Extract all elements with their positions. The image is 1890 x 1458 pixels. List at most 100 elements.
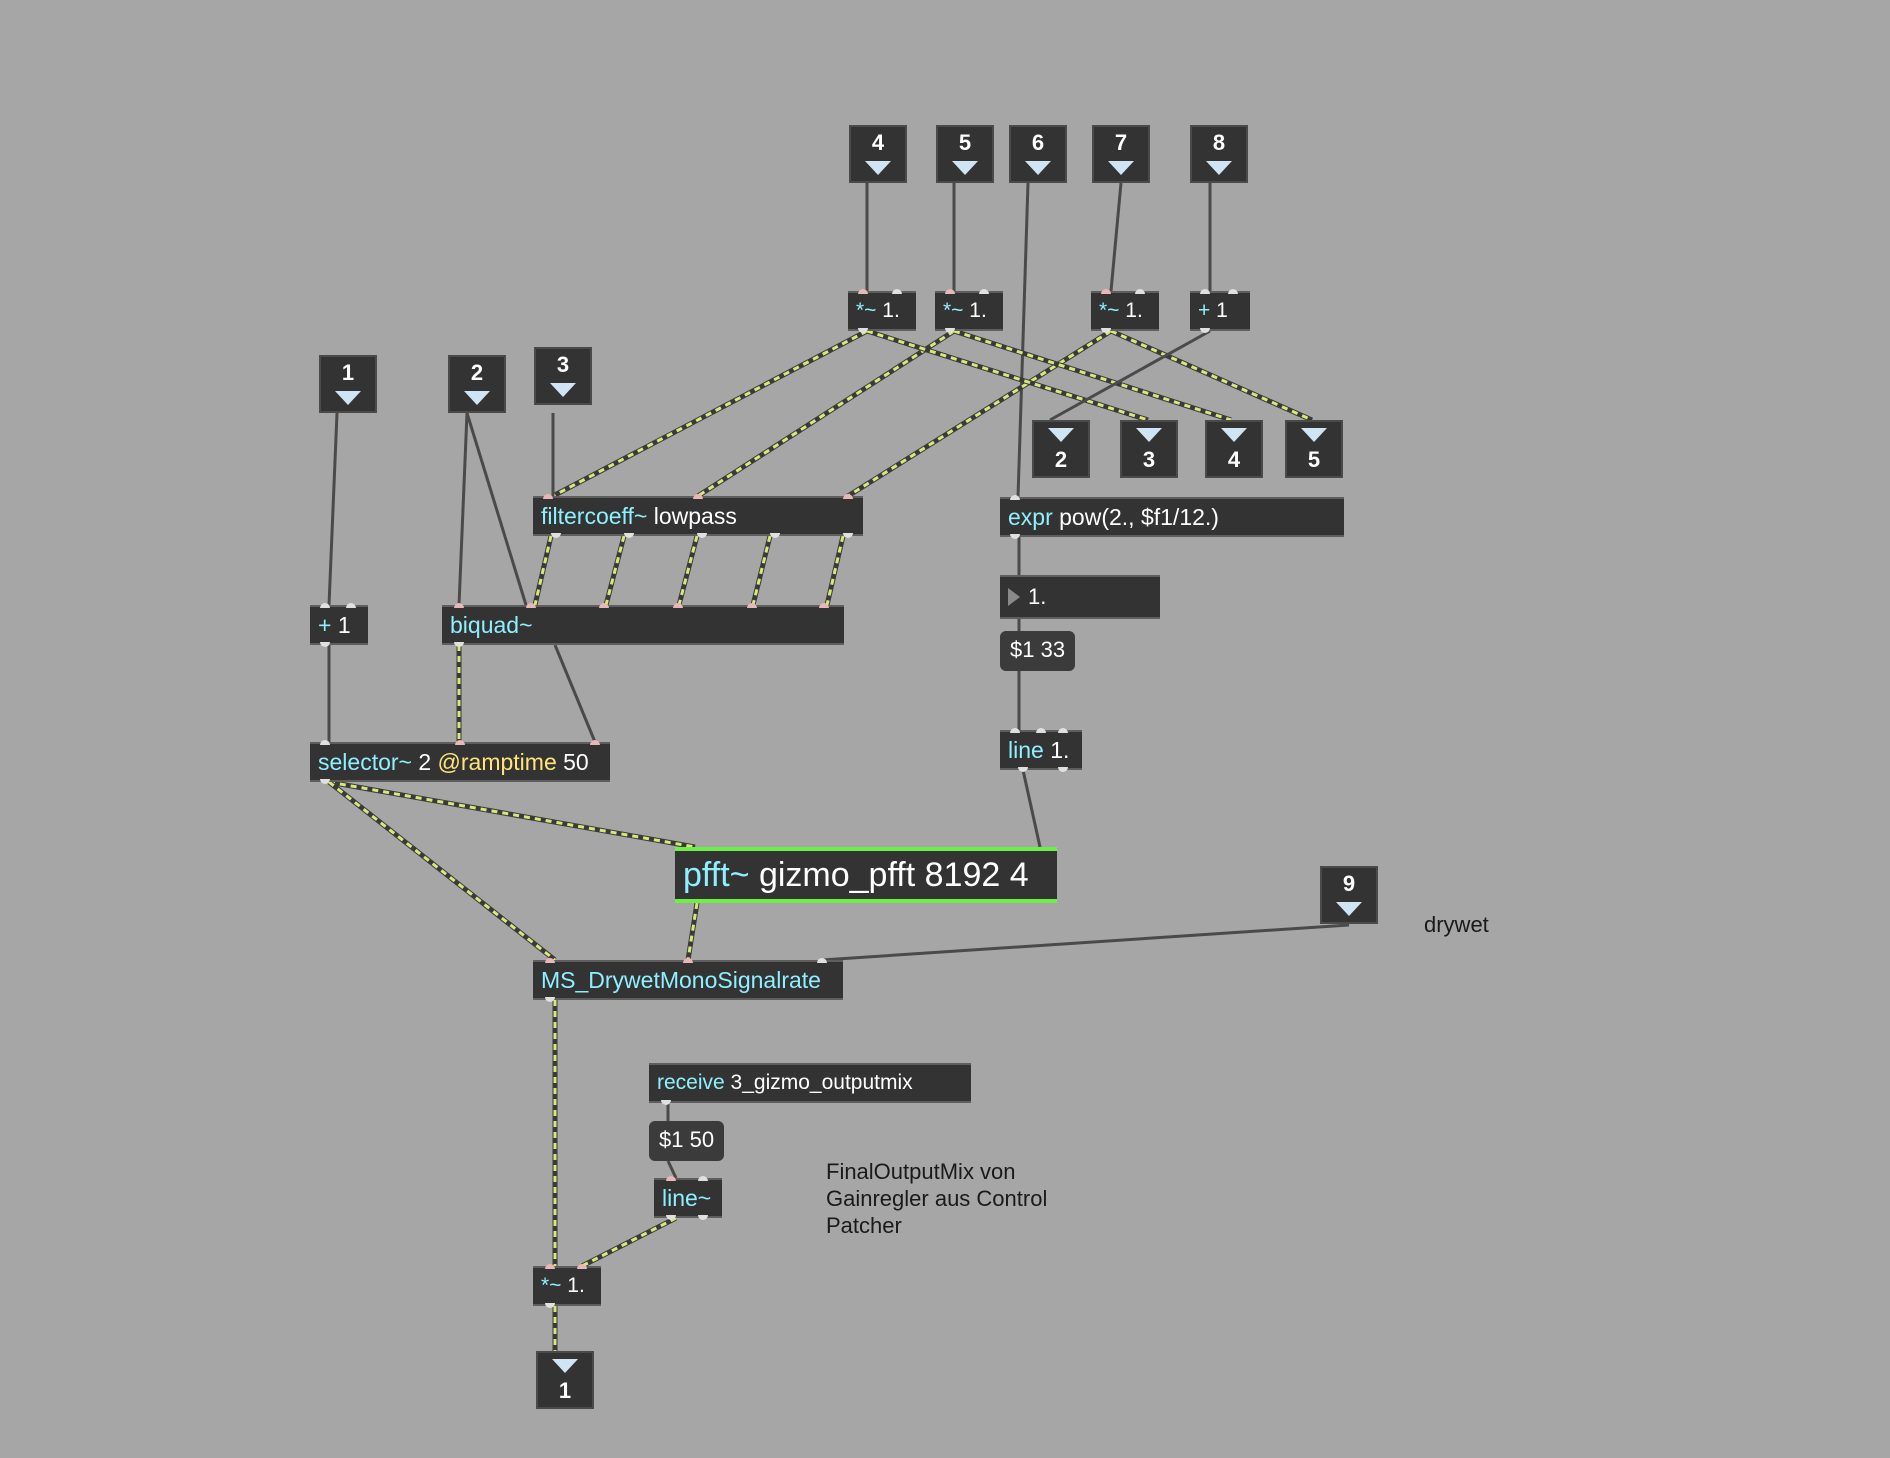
control-cord[interactable] — [1016, 182, 1030, 498]
down-arrow-icon — [1301, 428, 1327, 442]
inlet-2[interactable]: 2 — [448, 355, 506, 413]
object-plus-a[interactable]: + 1 — [1190, 289, 1250, 333]
object-class: biquad~ — [450, 612, 533, 638]
inlet-number: 2 — [470, 360, 484, 385]
inlet-4[interactable]: 4 — [849, 125, 907, 183]
signal-cord-dash — [328, 780, 696, 849]
comment-line: Gainregler aus Control — [826, 1186, 1048, 1211]
object-mul-b[interactable]: *~ 1. — [935, 289, 1003, 333]
object-args: gizmo_pfft 8192 4 — [758, 856, 1029, 894]
object-args: 1. — [969, 299, 987, 322]
signal-cord-dash — [1110, 329, 1313, 422]
control-cord[interactable] — [457, 412, 469, 606]
object-mul-out[interactable]: *~ 1. — [533, 1264, 601, 1308]
control-cord[interactable] — [666, 1160, 678, 1179]
control-cord[interactable] — [327, 412, 339, 606]
comment-line: FinalOutputMix von — [826, 1159, 1016, 1184]
object-args: 1. — [1050, 737, 1070, 763]
object-class: + — [318, 612, 332, 638]
outlet-1[interactable]: 1 — [536, 1351, 594, 1409]
inlet-5[interactable]: 5 — [936, 125, 994, 183]
signal-cord-dash — [866, 329, 1149, 422]
object-filtercoeff[interactable]: filtercoeff~ lowpass — [533, 494, 863, 538]
object-args: pow(2., $f1/12.) — [1059, 504, 1219, 530]
object-args: 1. — [882, 299, 900, 322]
comment-outputmix: FinalOutputMix von Gainregler aus Contro… — [826, 1158, 1047, 1239]
outlet-5[interactable]: 5 — [1285, 420, 1343, 478]
object-line-control[interactable]: line 1. — [1000, 728, 1082, 772]
number-box[interactable]: 1. — [1000, 575, 1160, 619]
outlet-3[interactable]: 3 — [1120, 420, 1178, 478]
inlet-number: 8 — [1212, 130, 1226, 155]
inlet-6[interactable]: 6 — [1009, 125, 1067, 183]
object-class: filtercoeff~ — [541, 503, 648, 529]
inlet-1[interactable]: 1 — [319, 355, 377, 413]
object-mul-a[interactable]: *~ 1. — [848, 289, 916, 333]
down-arrow-icon — [1108, 161, 1134, 175]
object-line-signal[interactable]: line~ — [654, 1176, 722, 1220]
message-box-33[interactable]: $1 33 — [1000, 631, 1076, 671]
number-triangle-icon — [1008, 588, 1020, 606]
outlet-number: 3 — [1142, 447, 1156, 472]
object-class: receive — [657, 1071, 725, 1094]
signal-cord-dash — [604, 535, 626, 606]
object-class: *~ — [856, 299, 877, 322]
message-box-50[interactable]: $1 50 — [649, 1121, 725, 1161]
object-expr[interactable]: expr pow(2., $f1/12.) — [1000, 495, 1344, 539]
signal-cord-dash — [825, 535, 845, 606]
signal-cord[interactable] — [1109, 328, 1314, 423]
object-class: + — [1198, 299, 1211, 322]
object-biquad[interactable]: biquad~ — [442, 603, 844, 647]
object-selector[interactable]: selector~ 2 @ramptime 50 — [310, 740, 610, 784]
down-arrow-icon — [1048, 428, 1074, 442]
down-arrow-icon — [550, 383, 576, 397]
control-cord[interactable] — [821, 923, 1350, 962]
signal-cord-dash — [552, 329, 868, 498]
down-arrow-icon — [1136, 428, 1162, 442]
object-drywet[interactable]: MS_DrywetMonoSignalrate — [533, 958, 843, 1002]
object-attribute: @ramptime — [437, 749, 557, 775]
inlet-number: 3 — [556, 352, 570, 377]
signal-cord-dash — [953, 329, 1232, 422]
object-args: 1. — [1125, 299, 1143, 322]
signal-cord-dash — [697, 329, 955, 498]
signal-cord[interactable] — [580, 1215, 678, 1269]
object-class: *~ — [1099, 299, 1120, 322]
down-arrow-icon — [552, 1359, 578, 1373]
inlet-9[interactable]: 9 — [1320, 866, 1378, 924]
down-arrow-icon — [1206, 161, 1232, 175]
object-args: 1 — [1216, 299, 1228, 322]
signal-cord-dash — [533, 535, 553, 606]
object-receive[interactable]: receive 3_gizmo_outputmix — [649, 1063, 971, 1105]
outlet-4[interactable]: 4 — [1205, 420, 1263, 478]
control-cord[interactable] — [1021, 769, 1042, 848]
object-plus-b[interactable]: + 1 — [310, 603, 368, 647]
control-cord[interactable] — [1049, 329, 1211, 422]
down-arrow-icon — [1336, 902, 1362, 916]
outlet-number: 4 — [1227, 447, 1241, 472]
object-pfft[interactable]: pfft~ gizmo_pfft 8192 4 — [675, 847, 1057, 903]
signal-cord-dash — [677, 535, 699, 606]
control-cord[interactable] — [553, 644, 597, 743]
signal-cord-dash — [328, 780, 556, 962]
object-args: 1. — [567, 1274, 585, 1297]
object-class: *~ — [541, 1274, 562, 1297]
inlet-7[interactable]: 7 — [1092, 125, 1150, 183]
object-mul-c[interactable]: *~ 1. — [1091, 289, 1159, 333]
inlet-3[interactable]: 3 — [534, 347, 592, 405]
outlet-2[interactable]: 2 — [1032, 420, 1090, 478]
signal-cord-dash — [686, 902, 699, 961]
outlet-number: 5 — [1307, 447, 1321, 472]
inlet-8[interactable]: 8 — [1190, 125, 1248, 183]
object-class: MS_DrywetMonoSignalrate — [541, 967, 821, 993]
inlet-number: 6 — [1031, 130, 1045, 155]
inlet-number: 1 — [341, 360, 355, 385]
object-args: 2 — [418, 749, 432, 775]
control-cord[interactable] — [465, 412, 528, 606]
down-arrow-icon — [335, 391, 361, 405]
inlet-number: 5 — [958, 130, 972, 155]
control-cord[interactable] — [1109, 182, 1123, 292]
outlet-number: 1 — [558, 1378, 572, 1403]
comment-line: Patcher — [826, 1213, 902, 1238]
